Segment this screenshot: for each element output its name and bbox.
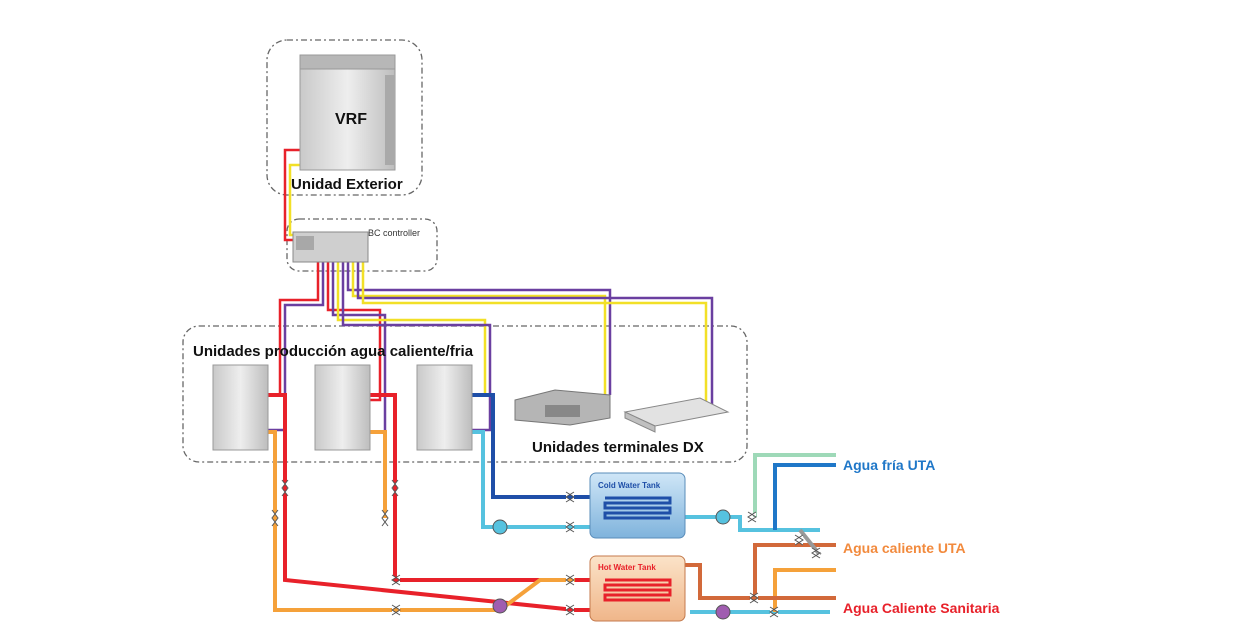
bc-controller-label: BC controller bbox=[368, 228, 420, 238]
water-unit-icon bbox=[212, 364, 473, 451]
ducted-unit-icon bbox=[514, 389, 611, 426]
tank-icon-hot bbox=[589, 555, 686, 622]
water-pipes bbox=[268, 393, 836, 614]
bc-controller-icon bbox=[292, 231, 369, 263]
output-cold-uta: Agua fría UTA bbox=[843, 457, 935, 473]
pump-icon bbox=[492, 509, 731, 620]
refrigerant-pipes bbox=[268, 245, 714, 434]
tank-icon-cold bbox=[589, 472, 686, 539]
outdoor-unit-icon bbox=[299, 54, 396, 171]
hot-tank-label: Hot Water Tank bbox=[598, 563, 656, 572]
valve-icon bbox=[271, 479, 821, 618]
cold-tank-label: Cold Water Tank bbox=[598, 481, 661, 490]
outdoor-group-box bbox=[266, 39, 423, 196]
vrf-badge: VRF bbox=[335, 111, 367, 128]
output-sanitary: Agua Caliente Sanitaria bbox=[843, 600, 1000, 616]
output-hot-uta: Agua caliente UTA bbox=[843, 540, 966, 556]
production-group-title: Unidades producción agua caliente/fria bbox=[193, 343, 474, 360]
cassette-unit-icon bbox=[623, 397, 730, 433]
dx-group-title: Unidades terminales DX bbox=[532, 439, 704, 456]
outdoor-unit-caption: Unidad Exterior bbox=[291, 176, 403, 193]
